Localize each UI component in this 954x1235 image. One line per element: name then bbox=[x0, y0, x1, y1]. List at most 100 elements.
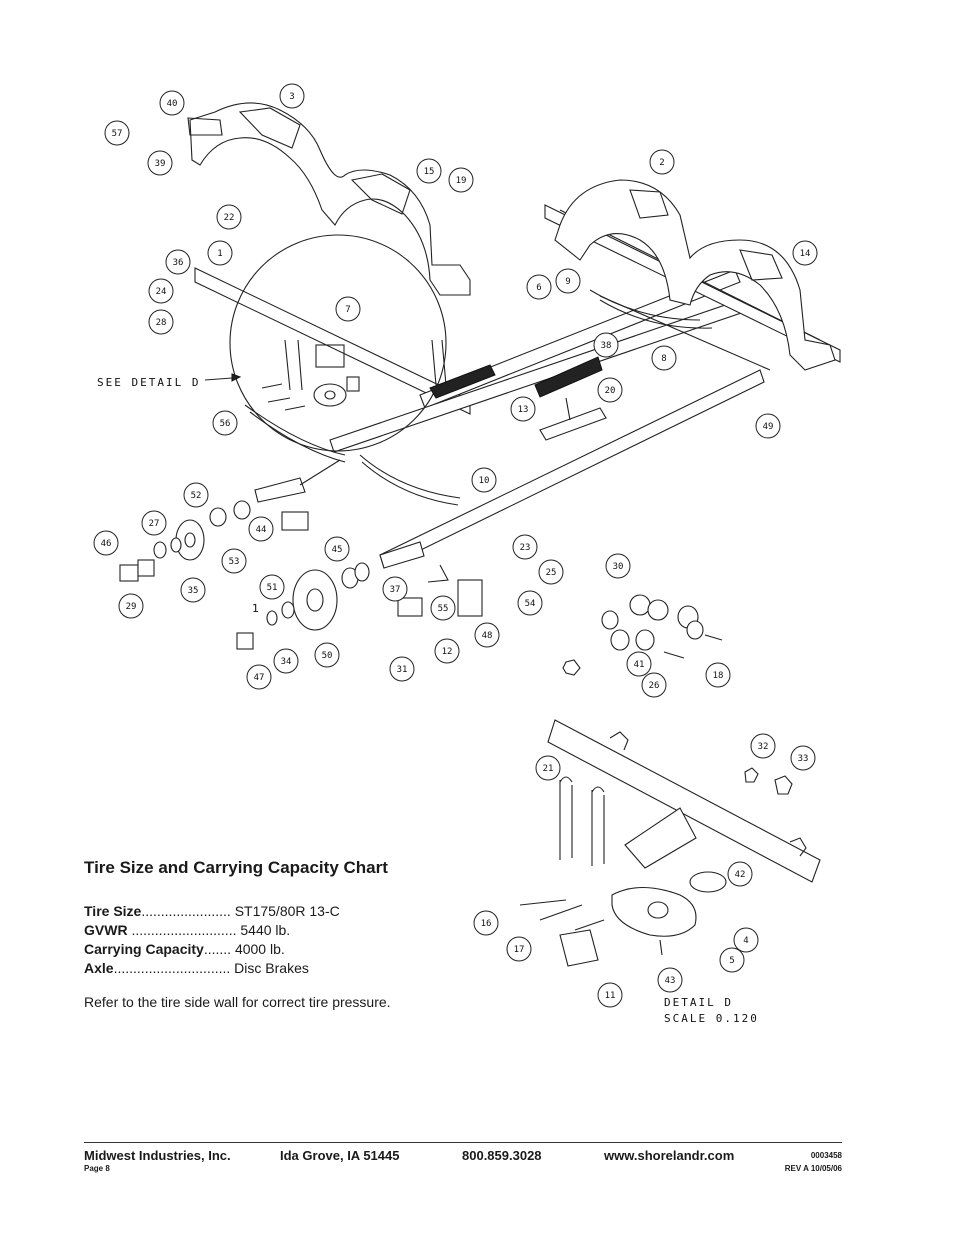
callout-circle bbox=[705, 662, 731, 688]
spec-label: Tire Size bbox=[84, 903, 142, 919]
callout-57: 57 bbox=[104, 120, 130, 146]
callout-25: 25 bbox=[538, 559, 564, 585]
callout-2: 2 bbox=[649, 149, 675, 175]
callout-number: 28 bbox=[156, 318, 167, 328]
callout-number: 30 bbox=[613, 562, 624, 572]
spec-table: Tire Size....................... ST175/8… bbox=[84, 902, 340, 978]
callout-circle bbox=[141, 510, 167, 536]
callout-circle bbox=[512, 534, 538, 560]
spec-row-gvwr: GVWR ........................... 5440 lb… bbox=[84, 921, 340, 940]
callout-circle bbox=[221, 548, 247, 574]
callout-34: 34 bbox=[273, 648, 299, 674]
callout-balloons: 4057393151922136242872961438208134956105… bbox=[93, 83, 818, 1008]
footer-phone: 800.859.3028 bbox=[462, 1148, 542, 1163]
callout-44: 44 bbox=[248, 516, 274, 542]
callout-circle bbox=[93, 530, 119, 556]
callout-number: 47 bbox=[254, 673, 265, 683]
callout-circle bbox=[733, 927, 759, 953]
callout-number: 5 bbox=[729, 956, 734, 966]
callout-circle bbox=[183, 482, 209, 508]
callout-circle bbox=[118, 593, 144, 619]
callout-number: 7 bbox=[345, 305, 350, 315]
callout-number: 9 bbox=[565, 277, 570, 287]
callout-15: 15 bbox=[416, 158, 442, 184]
callout-number: 32 bbox=[758, 742, 769, 752]
callout-54: 54 bbox=[517, 590, 543, 616]
callout-40: 40 bbox=[159, 90, 185, 116]
callout-circle bbox=[626, 651, 652, 677]
callout-32: 32 bbox=[750, 733, 776, 759]
callout-12: 12 bbox=[434, 638, 460, 664]
callout-21: 21 bbox=[535, 755, 561, 781]
callout-number: 39 bbox=[155, 159, 166, 169]
callout-number: 15 bbox=[424, 167, 435, 177]
callout-number: 16 bbox=[481, 919, 492, 929]
callout-circle bbox=[597, 377, 623, 403]
spec-value: Disc Brakes bbox=[234, 960, 309, 976]
callout-41: 41 bbox=[626, 651, 652, 677]
callout-number: 36 bbox=[173, 258, 184, 268]
callout-number: 55 bbox=[438, 604, 449, 614]
callout-7: 7 bbox=[335, 296, 361, 322]
callout-52: 52 bbox=[183, 482, 209, 508]
callout-circle bbox=[216, 204, 242, 230]
see-detail-label: SEE DETAIL D bbox=[97, 376, 200, 389]
callout-number: 14 bbox=[800, 249, 811, 259]
callout-26: 26 bbox=[641, 672, 667, 698]
callout-circle bbox=[430, 595, 456, 621]
callout-circle bbox=[719, 947, 745, 973]
callout-circle bbox=[526, 274, 552, 300]
footer-doc-number: 0003458 bbox=[810, 1151, 842, 1160]
callout-circle bbox=[535, 755, 561, 781]
callout-circle bbox=[246, 664, 272, 690]
callout-circle bbox=[416, 158, 442, 184]
spec-dots: ....... bbox=[203, 941, 232, 957]
axle-hub-left bbox=[119, 459, 341, 582]
spec-row-axle: Axle.............................. Disc … bbox=[84, 959, 340, 978]
callout-number: 18 bbox=[713, 671, 724, 681]
callout-circle bbox=[147, 150, 173, 176]
callout-number: 29 bbox=[126, 602, 137, 612]
callout-circle bbox=[471, 467, 497, 493]
callout-37: 37 bbox=[382, 576, 408, 602]
callout-circle bbox=[314, 642, 340, 668]
callout-number: 42 bbox=[735, 870, 746, 880]
callout-23: 23 bbox=[512, 534, 538, 560]
callout-number: 44 bbox=[256, 525, 267, 535]
callout-11: 11 bbox=[597, 982, 623, 1008]
callout-51: 51 bbox=[259, 574, 285, 600]
callout-number: 25 bbox=[546, 568, 557, 578]
callout-49: 49 bbox=[755, 413, 781, 439]
callout-39: 39 bbox=[147, 150, 173, 176]
callout-36: 36 bbox=[165, 249, 191, 275]
callout-circle bbox=[657, 967, 683, 993]
callout-number: 8 bbox=[661, 354, 666, 364]
callout-10: 10 bbox=[471, 467, 497, 493]
callout-number: 23 bbox=[520, 543, 531, 553]
callout-circle bbox=[649, 149, 675, 175]
callout-8: 8 bbox=[651, 345, 677, 371]
callout-53: 53 bbox=[221, 548, 247, 574]
detail-d-view bbox=[519, 719, 821, 967]
callout-circle bbox=[790, 745, 816, 771]
axle-hub-center bbox=[236, 541, 483, 650]
callout-circle bbox=[750, 733, 776, 759]
callout-31: 31 bbox=[389, 656, 415, 682]
callout-circle bbox=[159, 90, 185, 116]
callout-circle bbox=[335, 296, 361, 322]
spec-value: 4000 lb. bbox=[234, 941, 285, 957]
callout-55: 55 bbox=[430, 595, 456, 621]
callout-22: 22 bbox=[216, 204, 242, 230]
callout-43: 43 bbox=[657, 967, 683, 993]
callout-number: 41 bbox=[634, 660, 645, 670]
callout-circle bbox=[506, 936, 532, 962]
callout-circle bbox=[727, 861, 753, 887]
callout-number: 54 bbox=[525, 599, 536, 609]
callout-circle bbox=[593, 332, 619, 358]
callout-number: 20 bbox=[605, 386, 616, 396]
spec-title: Tire Size and Carrying Capacity Chart bbox=[84, 858, 388, 877]
callout-number: 22 bbox=[224, 213, 235, 223]
footer-website: www.shorelandr.com bbox=[604, 1148, 735, 1163]
fender-left bbox=[187, 102, 471, 296]
callout-number: 40 bbox=[167, 99, 178, 109]
